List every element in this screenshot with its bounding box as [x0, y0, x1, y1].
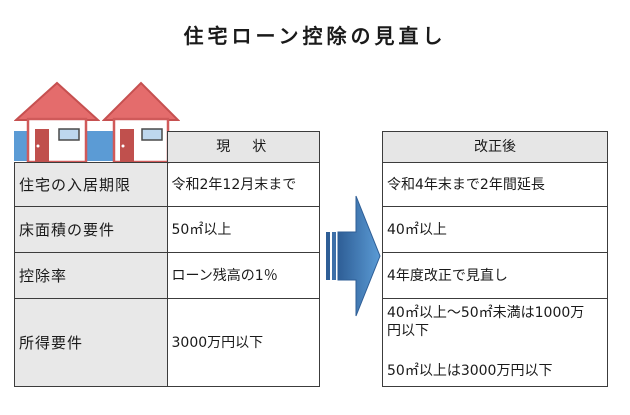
revised-system-table: 改正後 令和4年末まで2年間延長 40㎡以上 4年度改正で見直し 40㎡以上～5…	[382, 131, 608, 387]
header-spacer	[15, 132, 168, 163]
house-icon	[102, 81, 180, 164]
revised-income-line-2: 50㎡以上は3000万円以下	[387, 363, 553, 379]
current-deduction-rate: ローン残高の1％	[166, 252, 320, 299]
current-move-in-deadline: 令和2年12月末まで	[166, 162, 320, 207]
current-floor-area: 50㎡以上	[166, 206, 320, 253]
row-label-floor-area: 床面積の要件	[14, 206, 168, 253]
row-label-income-requirement: 所得要件	[14, 298, 168, 387]
revised-floor-area: 40㎡以上	[382, 206, 608, 253]
current-header: 現 状	[166, 131, 320, 163]
house-icon	[14, 81, 100, 164]
row-label-deduction-rate: 控除率	[14, 252, 168, 299]
revised-header: 改正後	[382, 131, 608, 163]
revised-income-line-1: 40㎡以上～50㎡未満は1000万円以下	[387, 305, 585, 339]
page-title: 住宅ローン控除の見直し	[183, 24, 447, 48]
current-income-requirement: 3000万円以下	[166, 298, 320, 387]
right-arrow-icon	[326, 195, 381, 317]
revised-move-in-deadline: 令和4年末まで2年間延長	[382, 162, 608, 207]
revised-income-requirement: 40㎡以上～50㎡未満は1000万円以下 50㎡以上は3000万円以下	[382, 298, 608, 387]
current-system-table: 現 状 住宅の入居期限 令和2年12月末まで 床面積の要件 50㎡以上 控除率 …	[14, 131, 320, 387]
revised-deduction-rate: 4年度改正で見直し	[382, 252, 608, 299]
row-label-move-in-deadline: 住宅の入居期限	[14, 162, 168, 207]
